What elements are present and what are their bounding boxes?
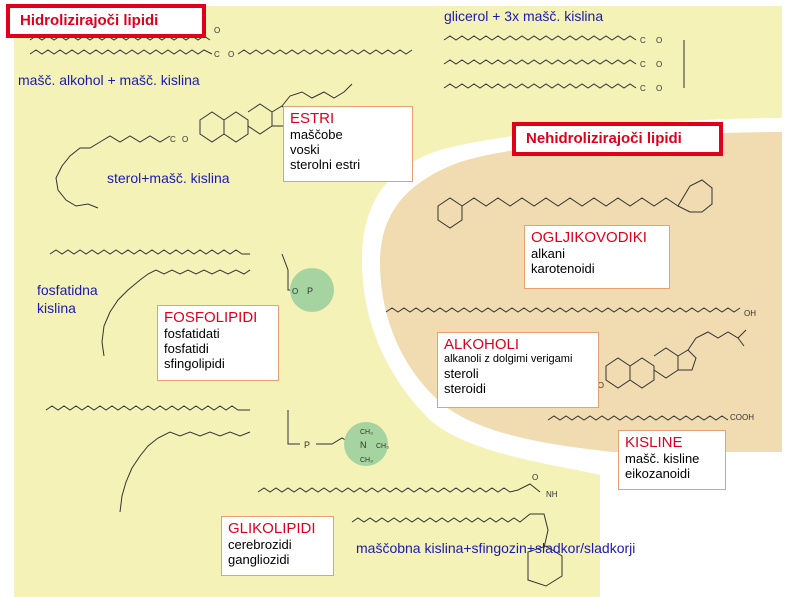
card-estri: ESTRI maščobe voski sterolni estri	[283, 106, 413, 182]
atom-cooh: COOH	[730, 413, 754, 422]
atom-p-pc: P	[304, 440, 310, 450]
card-kisline-title: KISLINE	[625, 434, 683, 451]
choline-charge-circle	[344, 422, 388, 466]
phosphatidic-chain-1	[49, 249, 250, 255]
atom-ch3-c: CH₃	[360, 457, 373, 464]
sterol-side-chain	[281, 83, 353, 107]
polyene-chain	[461, 197, 679, 207]
card-fosfolipidi-item: fosfatidati	[164, 326, 220, 341]
phosphatidic-charge-circle	[290, 268, 334, 312]
card-glikolipidi-item: gangliozidi	[228, 552, 290, 567]
card-ogljikovodiki-title: OGLJIKOVODIKI	[531, 229, 647, 246]
beta-ring-right	[677, 179, 713, 213]
atom-o-wax-ester: O	[228, 50, 234, 59]
card-kisline-item: mašč. kisline	[625, 451, 700, 466]
card-alkoholi-item: steroli	[444, 366, 479, 381]
alkane-chain	[385, 307, 741, 313]
card-estri-item: maščobe	[290, 127, 343, 142]
atom-o-wax-top: O	[214, 26, 220, 35]
sugar-ring	[527, 545, 563, 587]
atom-p-phosphatidic: P	[307, 286, 313, 296]
card-ogljikovodiki-item: karotenoidi	[531, 261, 595, 276]
card-alkoholi-subtitle: alkanoli z dolgimi verigami	[444, 353, 573, 365]
card-ogljikovodiki-item: alkani	[531, 246, 565, 261]
card-alkoholi: ALKOHOLI alkanoli z dolgimi verigami ste…	[437, 332, 599, 408]
beta-ring-left	[437, 197, 463, 229]
sterol-fatty-chain	[55, 135, 171, 209]
cholesterol-side-chain	[687, 329, 747, 351]
phosphatidic-chain-2	[101, 269, 251, 357]
fatty-acid-structure	[547, 415, 729, 421]
atom-c-tg1: C	[640, 36, 646, 45]
fatty-acid-chain	[547, 415, 729, 421]
card-estri-title: ESTRI	[290, 110, 335, 127]
steroid-rings	[199, 103, 291, 143]
card-kisline-item: eikozanoidi	[625, 466, 691, 481]
card-fosfolipidi-item: fosfatidi	[164, 341, 209, 356]
atom-c-wax: C	[214, 50, 220, 59]
hydrolyzable-title: Hidrolizirajoči lipidi	[6, 4, 206, 38]
atom-c-tg3: C	[640, 84, 646, 93]
sterol-ester-structure	[55, 83, 353, 209]
ester-chain-lower	[29, 49, 213, 55]
fa-chain-3	[443, 83, 637, 89]
card-glikolipidi: GLIKOLIPIDI cerebrozidi gangliozidi	[221, 516, 334, 576]
alkane-structure	[385, 307, 741, 313]
atom-o-phosphatidic: O	[292, 287, 298, 296]
nonhydrolyzable-title: Nehidrolizirajoči lipidi	[512, 122, 723, 156]
pc-chain-1	[45, 405, 250, 411]
cholesterol-structure	[605, 329, 747, 389]
hydrolyzable-region	[14, 6, 782, 597]
card-fosfolipidi-item: sfingolipidi	[164, 356, 225, 371]
sphingosine-chain	[351, 513, 549, 549]
atom-ch3-a: CH₃	[360, 429, 373, 436]
atom-o-tg3: O	[656, 84, 662, 93]
triglyceride-structure	[443, 35, 685, 89]
pc-chain-2	[119, 431, 251, 513]
fa-chain-2	[443, 59, 637, 65]
card-glikolipidi-title: GLIKOLIPIDI	[228, 520, 316, 537]
atom-n-choline: N	[360, 440, 367, 450]
carotenoid-structure	[437, 179, 713, 229]
atom-o-glyco-top: O	[532, 473, 538, 482]
card-kisline: KISLINE mašč. kisline eikozanoidi	[618, 430, 726, 490]
label-phosphatidic-2: kislina	[37, 300, 76, 316]
fa-chain-1	[443, 35, 637, 41]
atom-nh-sphingo: NH	[546, 490, 558, 499]
atom-o-sterol: O	[182, 135, 188, 144]
card-glikolipidi-item: cerebrozidi	[228, 537, 292, 552]
label-phosphatidic-1: fosfatidna	[37, 282, 98, 298]
label-sterol-acid: sterol+mašč. kislina	[107, 170, 230, 186]
alcohol-chain	[237, 49, 413, 55]
atom-c-tg2: C	[640, 60, 646, 69]
cholesterol-rings	[605, 347, 697, 389]
label-sphingo-sugar: maščobna kislina+sfingozin+sladkor/sladk…	[356, 540, 636, 556]
card-alkoholi-item: steroidi	[444, 381, 486, 396]
label-glycerol-acids: glicerol + 3x mašč. kislina	[444, 8, 604, 24]
atom-o-tg1: O	[656, 36, 662, 45]
card-alkoholi-title: ALKOHOLI	[444, 336, 520, 353]
glycolipid-structure	[257, 483, 563, 587]
atom-o-tg2: O	[656, 60, 662, 69]
card-fosfolipidi: FOSFOLIPIDI fosfatidati fosfatidi sfingo…	[157, 305, 279, 381]
card-fosfolipidi-title: FOSFOLIPIDI	[164, 309, 258, 326]
label-alcohol-acid: mašč. alkohol + mašč. kislina	[18, 72, 200, 88]
card-estri-item: sterolni estri	[290, 157, 361, 172]
card-ogljikovodiki: OGLJIKOVODIKI alkani karotenoidi	[524, 225, 670, 289]
glyco-fatty-chain	[257, 483, 541, 493]
atom-ch3-b: CH₃	[376, 443, 389, 450]
atom-c-sterol: C	[170, 135, 176, 144]
card-estri-item: voski	[290, 142, 320, 157]
atom-oh-alkanol: OH	[744, 309, 756, 318]
